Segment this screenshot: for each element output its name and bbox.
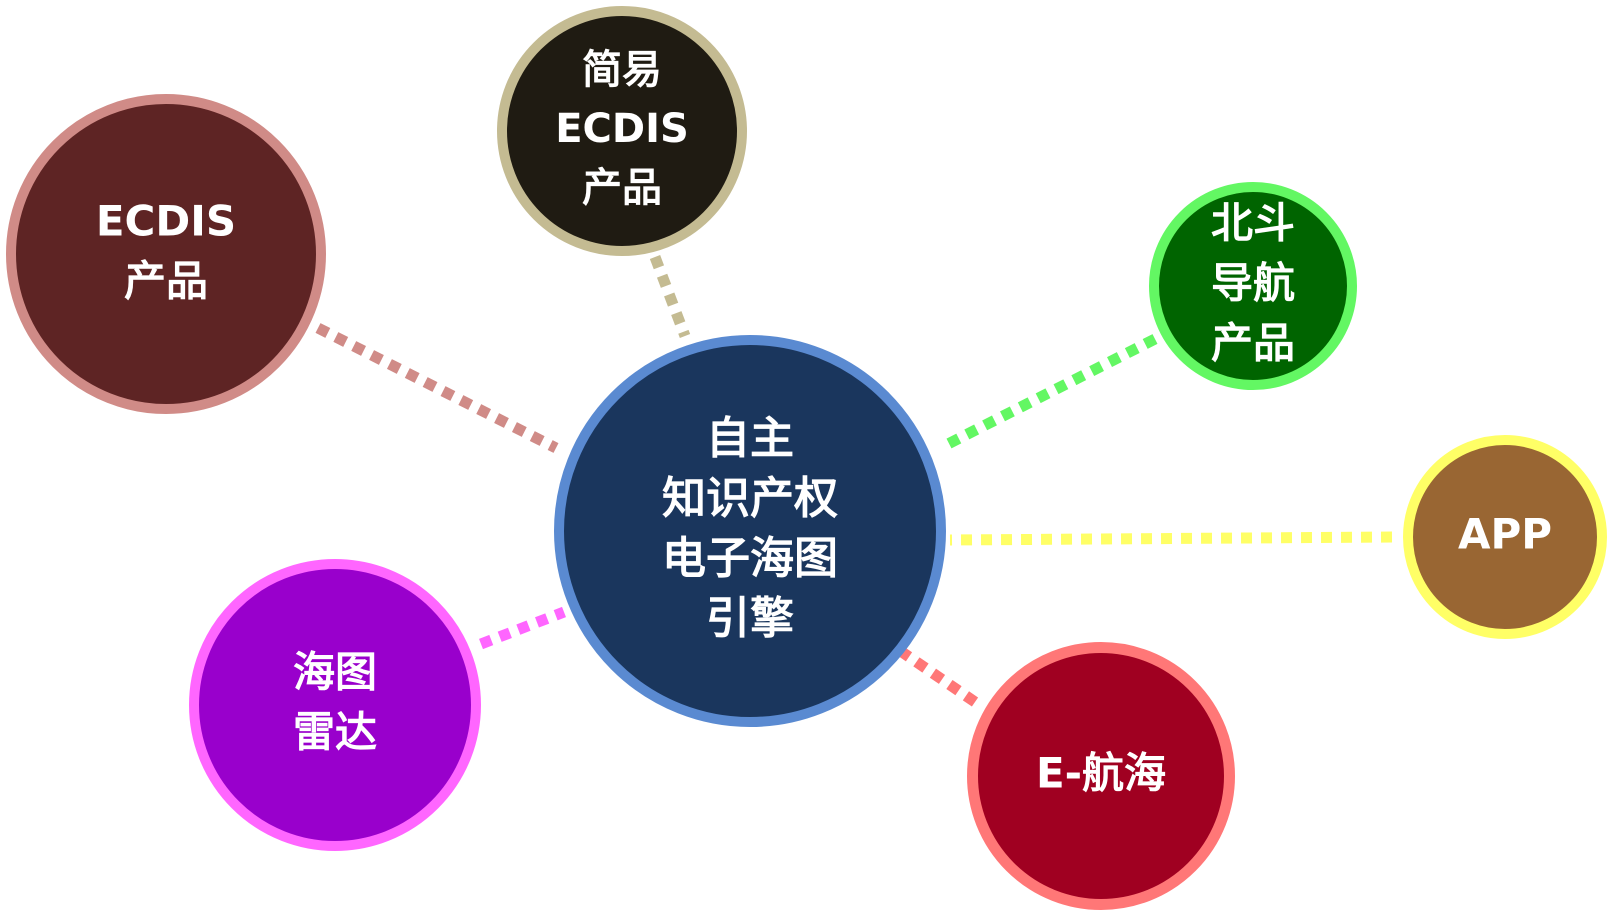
node-app-circle	[1403, 435, 1607, 639]
node-ecdis-products-circle	[6, 94, 326, 414]
node-beidou-navigation-products-label-line: 导航	[1211, 259, 1295, 308]
connector-app	[949, 531, 1393, 546]
node-beidou-navigation-products-circle	[1149, 182, 1357, 390]
connector-e-navigation	[898, 647, 979, 707]
node-chart-radar-label-line: 雷达	[293, 708, 377, 757]
node-e-navigation-circle	[967, 642, 1235, 910]
center-node-circle	[554, 335, 946, 727]
node-beidou-navigation-products-label-line: 产品	[1211, 319, 1295, 368]
node-simple-ecdis-products: 简易 ECDIS 产品	[497, 6, 747, 256]
connector-simple-ecdis-products	[649, 255, 691, 338]
node-app: APP	[1403, 435, 1607, 639]
node-simple-ecdis-products-label-line: ECDIS	[555, 106, 689, 152]
node-e-navigation-label-line: E-航海	[1036, 749, 1166, 798]
node-chart-radar-circle	[189, 559, 481, 851]
node-beidou-navigation-products-label-line: 北斗	[1211, 199, 1295, 248]
node-simple-ecdis-products-label-line: 简易	[582, 47, 662, 93]
center-node-label-line: 知识产权	[662, 473, 838, 524]
center-node-label-line: 引擎	[706, 593, 794, 644]
node-app-label-line: APP	[1458, 510, 1552, 559]
connector-chart-radar	[479, 606, 566, 650]
node-chart-radar-label-line: 海图	[293, 648, 377, 697]
center-node-label-line: 电子海图	[662, 533, 838, 584]
connector-ecdis-products	[315, 323, 559, 453]
node-ecdis-products-label-line: 产品	[124, 257, 208, 306]
connector-beidou-navigation-products	[941, 334, 1158, 451]
connector-links	[315, 255, 1393, 707]
node-ecdis-products: ECDIS 产品	[6, 94, 326, 414]
node-e-navigation: E-航海	[967, 642, 1235, 910]
node-ecdis-products-label-line: ECDIS	[96, 197, 236, 246]
center-node-label-line: 自主	[706, 413, 794, 464]
node-simple-ecdis-products-circle	[497, 6, 747, 256]
node-simple-ecdis-products-label-line: 产品	[582, 165, 662, 211]
